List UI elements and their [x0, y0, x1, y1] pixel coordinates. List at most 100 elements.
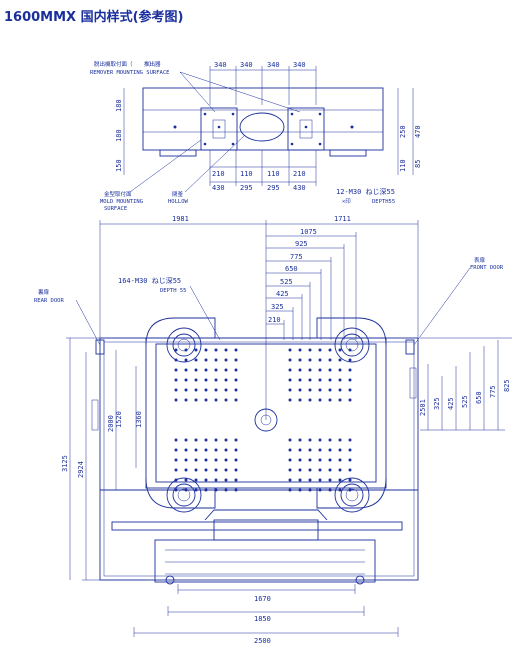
center-hole	[254, 408, 278, 432]
tapped-hole	[194, 378, 198, 382]
tapped-hole	[224, 458, 228, 462]
tapped-hole	[338, 448, 342, 452]
dim-top-3: 340	[267, 61, 280, 69]
tapped-hole	[214, 388, 218, 392]
label-depth-front: DEPTH 55	[160, 288, 187, 294]
tapped-hole	[214, 478, 218, 482]
tapped-hole	[308, 468, 312, 472]
tapped-hole	[348, 378, 352, 382]
tapped-hole	[204, 438, 208, 442]
dim-left-3: 150	[115, 159, 123, 172]
tapped-hole	[328, 478, 332, 482]
tapped-hole	[348, 488, 352, 492]
tapped-hole	[298, 448, 302, 452]
tapped-hole	[214, 398, 218, 402]
label-mold-en1: MOLD MOUNTING	[100, 199, 143, 205]
dim-side-1360: 1360	[135, 411, 143, 428]
tapped-hole	[318, 458, 322, 462]
dim-rside-525: 525	[461, 395, 469, 408]
tapped-hole	[318, 488, 322, 492]
tapped-hole	[174, 388, 178, 392]
tapped-hole	[318, 348, 322, 352]
tapped-hole	[194, 348, 198, 352]
dim-rside-325: 325	[433, 397, 441, 410]
tapped-hole	[298, 388, 302, 392]
tapped-hole	[184, 448, 188, 452]
tapped-hole	[214, 368, 218, 372]
label-rear-cn: 裏扉	[38, 288, 50, 296]
dim-stack-6: 425	[276, 290, 289, 298]
dim-rside-825: 825	[503, 379, 511, 392]
tapped-hole	[298, 348, 302, 352]
tapped-hole	[288, 348, 292, 352]
tapped-hole	[308, 488, 312, 492]
tapped-hole	[204, 468, 208, 472]
tapped-hole	[204, 348, 208, 352]
tapped-hole	[234, 448, 238, 452]
tapped-hole	[224, 488, 228, 492]
tapped-hole	[308, 348, 312, 352]
tapped-hole	[174, 368, 178, 372]
tapped-hole	[214, 458, 218, 462]
tapped-hole	[184, 458, 188, 462]
tapped-hole	[288, 398, 292, 402]
dim-side-2000: 2000	[107, 415, 115, 432]
tapped-hole	[288, 438, 292, 442]
tapped-hole	[174, 378, 178, 382]
tapped-hole	[308, 478, 312, 482]
tapped-hole	[328, 448, 332, 452]
tapped-hole	[224, 468, 228, 472]
tapped-hole	[224, 358, 228, 362]
tapped-hole	[348, 438, 352, 442]
tapped-hole	[234, 468, 238, 472]
tapped-hole	[184, 368, 188, 372]
tapped-hole	[234, 438, 238, 442]
dim-stack-8: 210	[268, 316, 281, 324]
tapped-hole	[328, 398, 332, 402]
tapped-hole	[328, 468, 332, 472]
tapped-hole	[348, 468, 352, 472]
dim-right-2: 470	[414, 125, 422, 138]
tapped-hole	[204, 478, 208, 482]
tapped-hole	[174, 468, 178, 472]
tapped-hole	[204, 458, 208, 462]
label-front-en: FRONT DOOR	[470, 265, 504, 271]
tapped-hole	[318, 358, 322, 362]
tapped-hole	[194, 458, 198, 462]
tapped-hole	[318, 398, 322, 402]
dim-stack-7: 325	[271, 303, 284, 311]
tapped-hole	[224, 448, 228, 452]
tapped-hole	[184, 438, 188, 442]
dim-rside-425: 425	[447, 397, 455, 410]
tapped-hole	[298, 358, 302, 362]
dim-stack-3: 775	[290, 253, 303, 261]
tapped-hole	[174, 438, 178, 442]
tapped-hole	[194, 468, 198, 472]
dim-right-4: 85	[414, 160, 422, 168]
tapped-hole	[288, 448, 292, 452]
tapped-hole	[234, 398, 238, 402]
tapped-hole	[214, 488, 218, 492]
dim-bot1-1: 210	[212, 170, 225, 178]
tapped-hole	[194, 368, 198, 372]
tapped-hole	[308, 388, 312, 392]
tapped-hole	[184, 488, 188, 492]
tapped-hole	[348, 368, 352, 372]
dim-bot2-2: 295	[240, 184, 253, 192]
tapped-hole	[308, 458, 312, 462]
dim-bottom-1850: 1850	[254, 615, 271, 623]
dim-bottom-2500: 2500	[254, 637, 271, 645]
tapped-hole	[234, 358, 238, 362]
dim-rside-2501: 2501	[419, 399, 427, 416]
tapped-hole	[204, 398, 208, 402]
tapped-hole	[318, 378, 322, 382]
tapped-hole	[174, 488, 178, 492]
tapped-hole	[224, 398, 228, 402]
tapped-hole	[298, 368, 302, 372]
tapped-hole	[298, 488, 302, 492]
tapped-hole	[338, 438, 342, 442]
tapped-hole	[338, 458, 342, 462]
tapped-hole	[224, 438, 228, 442]
tapped-hole	[298, 378, 302, 382]
